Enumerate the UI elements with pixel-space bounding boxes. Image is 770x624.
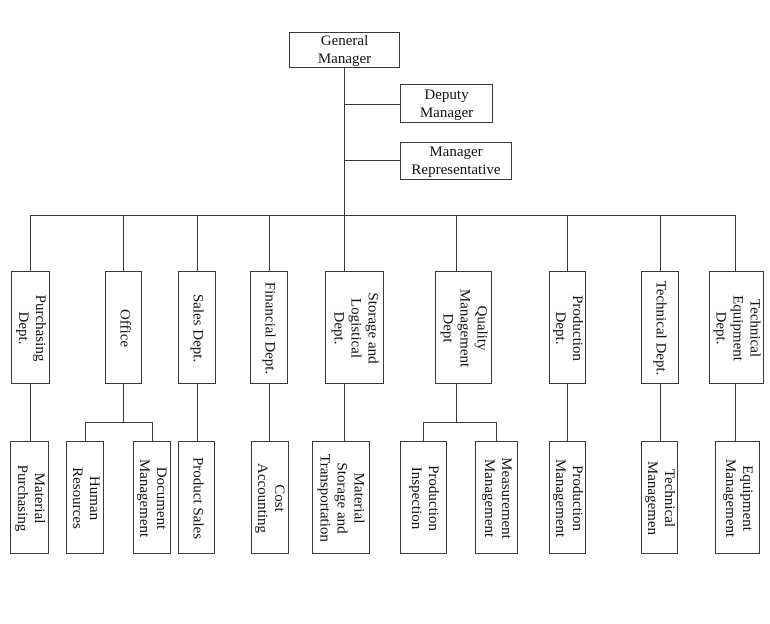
node-product-sales-label: Product Sales <box>189 456 205 539</box>
connector-deputy-manager <box>344 104 400 105</box>
node-production-inspection-label: Production Inspection <box>407 464 441 531</box>
node-material-storage-transportation-label: Material Storage and Transportation <box>316 453 367 542</box>
node-technical-dept: Technical Dept. <box>641 271 679 384</box>
connector-office-to-document-management <box>152 422 153 441</box>
node-production-management: Production Management <box>549 441 586 554</box>
connector-quality-tbar <box>423 422 497 423</box>
node-product-sales: Product Sales <box>178 441 215 554</box>
node-document-management: Document Management <box>133 441 171 554</box>
node-technical-management-label: Technical Managemen <box>643 460 677 535</box>
node-document-management-label: Document Management <box>136 458 169 537</box>
node-cost-accounting: Cost Accounting <box>251 441 289 554</box>
connector-office-tbar <box>85 422 153 423</box>
node-human-resources: Human Resources <box>66 441 104 554</box>
connector-gm-trunk <box>344 68 345 215</box>
node-equipment-management-label: Equipment Management <box>721 458 755 537</box>
connector-drop-quality <box>456 215 457 271</box>
node-general-manager: General Manager <box>289 32 400 68</box>
node-cost-accounting-label: Cost Accounting <box>254 462 287 533</box>
node-purchasing-dept-label: Purchasing Dept. <box>14 294 48 361</box>
node-technical-equipment-dept: Technical Equipment Dept. <box>709 271 764 384</box>
node-measurement-management-label: Measurement Management <box>480 456 514 539</box>
connector-quality-stem <box>456 384 457 422</box>
node-production-dept-label: Production Dept. <box>551 294 585 361</box>
connector-drop-office <box>123 215 124 271</box>
node-general-manager-label: General Manager <box>317 33 372 67</box>
node-office-label: Office <box>116 308 132 347</box>
node-financial-dept: Financial Dept. <box>250 271 288 384</box>
node-storage-logistical-dept: Storage and Logistical Dept. <box>325 271 384 384</box>
connector-drop-sales <box>197 215 198 271</box>
connector-drop-production <box>567 215 568 271</box>
node-deputy-manager: Deputy Manager <box>400 84 493 123</box>
node-sales-dept: Sales Dept. <box>178 271 216 384</box>
node-material-purchasing: Material Purchasing <box>10 441 49 554</box>
node-office: Office <box>105 271 142 384</box>
node-measurement-management: Measurement Management <box>475 441 518 554</box>
connector-office-to-human-resources <box>85 422 86 441</box>
connector-sales-to-product-sales <box>197 384 198 441</box>
node-production-management-label: Production Management <box>551 458 585 537</box>
node-production-dept: Production Dept. <box>549 271 586 384</box>
node-human-resources-label: Human Resources <box>69 466 102 529</box>
node-deputy-manager-label: Deputy Manager <box>419 86 474 121</box>
connector-drop-financial <box>269 215 270 271</box>
node-manager-representative: Manager Representative <box>400 142 512 180</box>
node-production-inspection: Production Inspection <box>400 441 447 554</box>
node-material-storage-transportation: Material Storage and Transportation <box>312 441 370 554</box>
connector-department-bus <box>30 215 736 216</box>
connector-quality-to-production-inspection <box>423 422 424 441</box>
node-equipment-management: Equipment Management <box>715 441 760 554</box>
connector-office-stem <box>123 384 124 422</box>
node-financial-dept-label: Financial Dept. <box>261 281 278 374</box>
connector-purchasing-to-material-purchasing <box>30 384 31 441</box>
node-technical-dept-label: Technical Dept. <box>652 280 669 375</box>
connector-storage-to-material-storage <box>344 384 345 441</box>
connector-financial-to-cost-accounting <box>269 384 270 441</box>
node-technical-management: Technical Managemen <box>641 441 678 554</box>
node-storage-logistical-dept-label: Storage and Logistical Dept. <box>330 291 380 364</box>
node-sales-dept-label: Sales Dept. <box>189 293 206 362</box>
node-purchasing-dept: Purchasing Dept. <box>11 271 50 384</box>
node-material-purchasing-label: Material Purchasing <box>13 464 47 531</box>
node-manager-representative-label: Manager Representative <box>411 144 501 178</box>
node-quality-management-dept: Quality Management Dept <box>435 271 492 384</box>
node-quality-management-dept-label: Quality Management Dept <box>439 288 489 367</box>
connector-techequip-to-equipment-management <box>735 384 736 441</box>
connector-manager-representative <box>344 160 400 161</box>
connector-drop-technical-equipment <box>735 215 736 271</box>
connector-drop-technical <box>660 215 661 271</box>
connector-production-to-production-management <box>567 384 568 441</box>
connector-drop-purchasing <box>30 215 31 271</box>
connector-technical-to-technical-management <box>660 384 661 441</box>
connector-drop-storage <box>344 215 345 271</box>
node-technical-equipment-dept-label: Technical Equipment Dept. <box>712 294 762 361</box>
connector-quality-to-measurement-management <box>496 422 497 441</box>
